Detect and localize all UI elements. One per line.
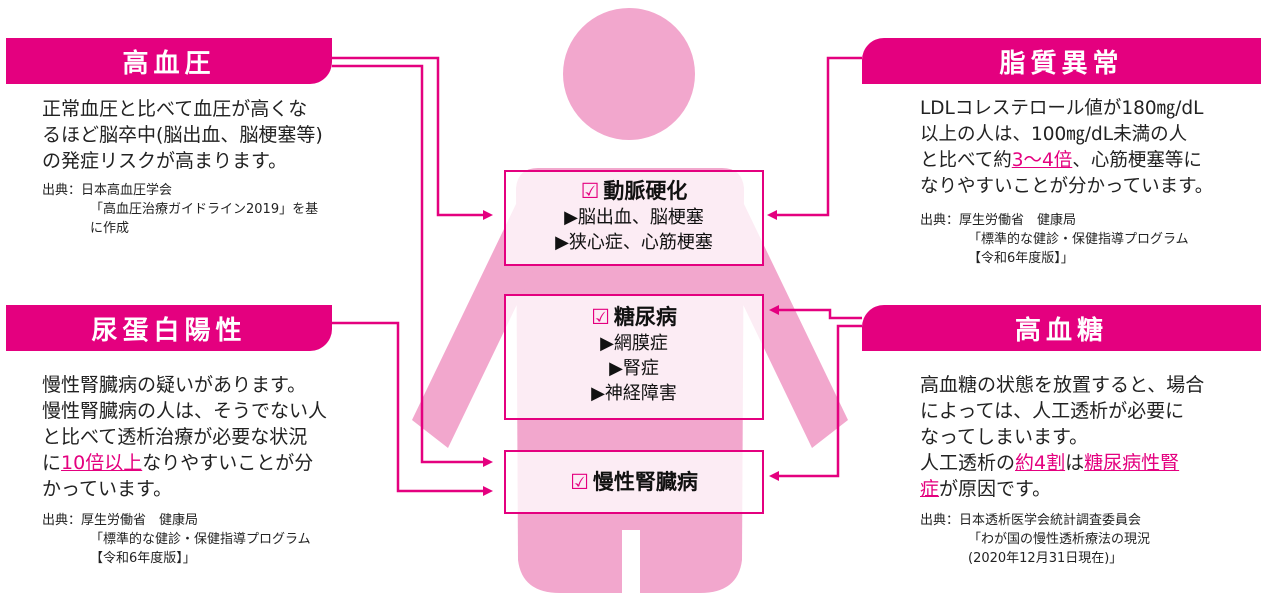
text-line: なってしまいます。 [920,426,1089,448]
hyperglycemia-header: 高血糖 [862,305,1261,351]
hypertension-header: 高血圧 [6,38,332,84]
source-text: 厚生労働省 健康局 [959,213,1077,228]
arrow-dyslipidemia-to-arteriosclerosis [767,56,862,220]
text-line: 症が原因です。 [920,476,1256,502]
dyslipidemia-header: 脂質異常 [862,38,1261,84]
text-fragment: と比べて約 [920,150,1012,171]
ckd-box: ☑慢性腎臓病 [504,450,764,514]
text-fragment: に [42,452,62,474]
text-line: の発症リスクが高まります。 [42,150,288,172]
text-line: によっては、人工透析が必要に [920,400,1185,422]
box-item: ▶神経障害 [591,383,677,404]
source-line: 【令和6年度版】」 [90,551,196,566]
text-line: 慢性腎臓病の疑いがあります。 [42,374,307,396]
box-item: ▶網膜症 [600,333,668,354]
highlight-3-4x: 3〜4倍 [1011,150,1073,171]
text-line: 以上の人は、100㎎/dL未満の人 [920,124,1188,145]
source-line: 出典：日本透析医学会統計調査委員会 [920,511,1256,530]
hypertension-source: 出典：日本高血圧学会 「高血圧治療ガイドライン2019」を基 に作成 [42,181,372,238]
source-label: 出典： [42,513,82,528]
silhouette-leg-gap [622,530,640,593]
source-line: 「標準的な健診・保健指導プログラム [968,232,1189,247]
source-label: 出典： [920,513,960,528]
text-line: と比べて透析治療が必要な状況 [42,426,308,448]
source-label: 出典： [920,213,960,228]
box-title: ☑慢性腎臓病 [570,469,698,496]
connector-lines [332,56,862,496]
box-item: ▶狭心症、心筋梗塞 [555,232,713,253]
source-line: (2020年12月31日現在)」 [968,551,1123,566]
highlight-diabetic-nephropathy-cont: 症 [920,478,940,500]
proteinuria-source: 出典：厚生労働省 健康局 「標準的な健診・保健指導プログラム 【令和6年度版】」 [42,511,382,568]
text-line: るほど脳卒中(脳出血、脳梗塞等) [42,124,323,146]
text-line: かっています。 [42,478,173,500]
text-line: と比べて約3〜4倍、心筋梗塞等に [920,148,1256,174]
check-icon: ☑ [570,469,589,494]
check-icon: ☑ [580,179,600,203]
arrow-hypertension-to-arteriosclerosis [332,56,493,220]
box-title-text: 糖尿病 [613,305,677,329]
arrow-proteinuria-to-ckd [332,321,493,496]
box-item: ▶腎症 [609,358,659,379]
text-fragment: は [1065,452,1085,474]
source-label: 出典： [42,183,82,198]
highlight-diabetic-nephropathy: 糖尿病性腎 [1084,452,1180,474]
text-line: 正常血圧と比べて血圧が高くな [42,98,308,120]
text-line: 高血糖の状態を放置すると、場合 [920,374,1205,396]
source-line: 【令和6年度版】」 [968,251,1074,266]
box-title-text: 慢性腎臓病 [592,469,698,494]
text-line: なりやすいことが分かっています。 [920,176,1214,197]
source-text: 日本高血圧学会 [81,183,173,198]
box-title: ☑動脈硬化 [506,178,762,205]
source-line: 出典：日本高血圧学会 [42,181,372,200]
highlight-10x: 10倍以上 [61,452,143,474]
box-title: ☑糖尿病 [506,304,762,331]
text-line: LDLコレステロール値が180㎎/dL [920,98,1204,119]
silhouette-head [563,8,695,140]
diabetes-box: ☑糖尿病 ▶網膜症 ▶腎症 ▶神経障害 [504,294,764,420]
text-line: 慢性腎臓病の人は、そうでない人 [42,400,328,422]
source-line: 「標準的な健診・保健指導プログラム [90,532,311,547]
proteinuria-description: 慢性腎臓病の疑いがあります。 慢性腎臓病の人は、そうでない人 と比べて透析治療が… [42,372,382,502]
hyperglycemia-source: 出典：日本透析医学会統計調査委員会 「わが国の慢性透析療法の現況 (2020年1… [920,511,1256,568]
source-line: 出典：厚生労働省 健康局 [920,211,1256,230]
box-item: ▶脳出血、脳梗塞 [564,207,704,228]
text-fragment: 人工透析の [920,452,1016,474]
source-text: 厚生労働省 健康局 [81,513,199,528]
proteinuria-header: 尿蛋白陽性 [6,305,332,351]
source-line: に作成 [90,221,130,236]
arrow-hypertension-to-ckd [332,64,493,467]
hypertension-description: 正常血圧と比べて血圧が高くな るほど脳卒中(脳出血、脳梗塞等) の発症リスクが高… [42,96,382,174]
dyslipidemia-description: LDLコレステロール値が180㎎/dL 以上の人は、100㎎/dL未満の人 と比… [920,96,1256,200]
box-title-text: 動脈硬化 [603,179,688,203]
arrow-hyperglycemia-to-diabetes [769,305,862,320]
source-line: 「高血圧治療ガイドライン2019」を基 [90,202,319,217]
dyslipidemia-source: 出典：厚生労働省 健康局 「標準的な健診・保健指導プログラム 【令和6年度版】」 [920,211,1256,268]
hyperglycemia-description: 高血糖の状態を放置すると、場合 によっては、人工透析が必要に なってしまいます。… [920,372,1256,502]
highlight-40-percent: 約4割 [1015,452,1066,474]
source-text: 日本透析医学会統計調査委員会 [959,513,1142,528]
source-line: 「わが国の慢性透析療法の現況 [968,532,1151,547]
text-line: に10倍以上なりやすいことが分 [42,450,382,476]
text-line: 人工透析の約4割は糖尿病性腎 [920,450,1256,476]
arteriosclerosis-box: ☑動脈硬化 ▶脳出血、脳梗塞 ▶狭心症、心筋梗塞 [504,170,764,266]
arrow-hyperglycemia-to-ckd [769,324,862,481]
check-icon: ☑ [591,305,610,329]
text-fragment: 、心筋梗塞等に [1072,150,1202,171]
text-fragment: なりやすいことが分 [142,452,314,474]
source-line: 出典：厚生労働省 健康局 [42,511,382,530]
text-fragment: が原因です。 [939,478,1052,500]
